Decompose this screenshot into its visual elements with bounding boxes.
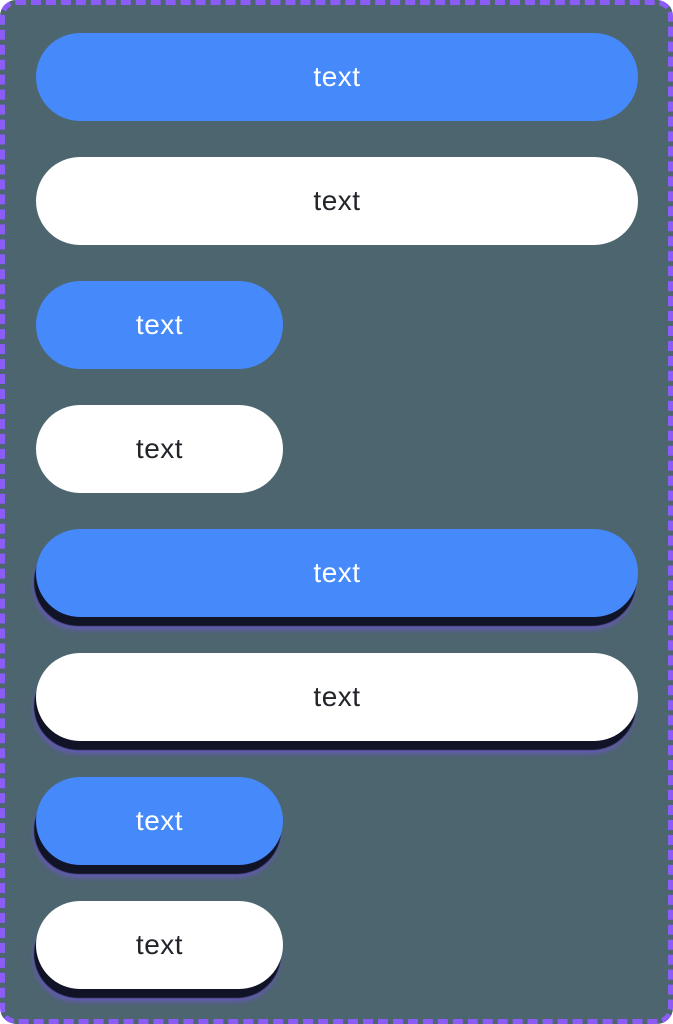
primary-button-wide[interactable]: text	[36, 33, 638, 121]
secondary-button-wide[interactable]: text	[36, 157, 638, 245]
primary-button-wide-shadowed[interactable]: text	[36, 529, 638, 617]
secondary-button-short[interactable]: text	[36, 405, 283, 493]
secondary-button-short-shadowed[interactable]: text	[36, 901, 283, 989]
button-stack: text text text text text text text text	[36, 33, 638, 989]
primary-button-short-shadowed[interactable]: text	[36, 777, 283, 865]
primary-button-short[interactable]: text	[36, 281, 283, 369]
secondary-button-wide-shadowed[interactable]: text	[36, 653, 638, 741]
